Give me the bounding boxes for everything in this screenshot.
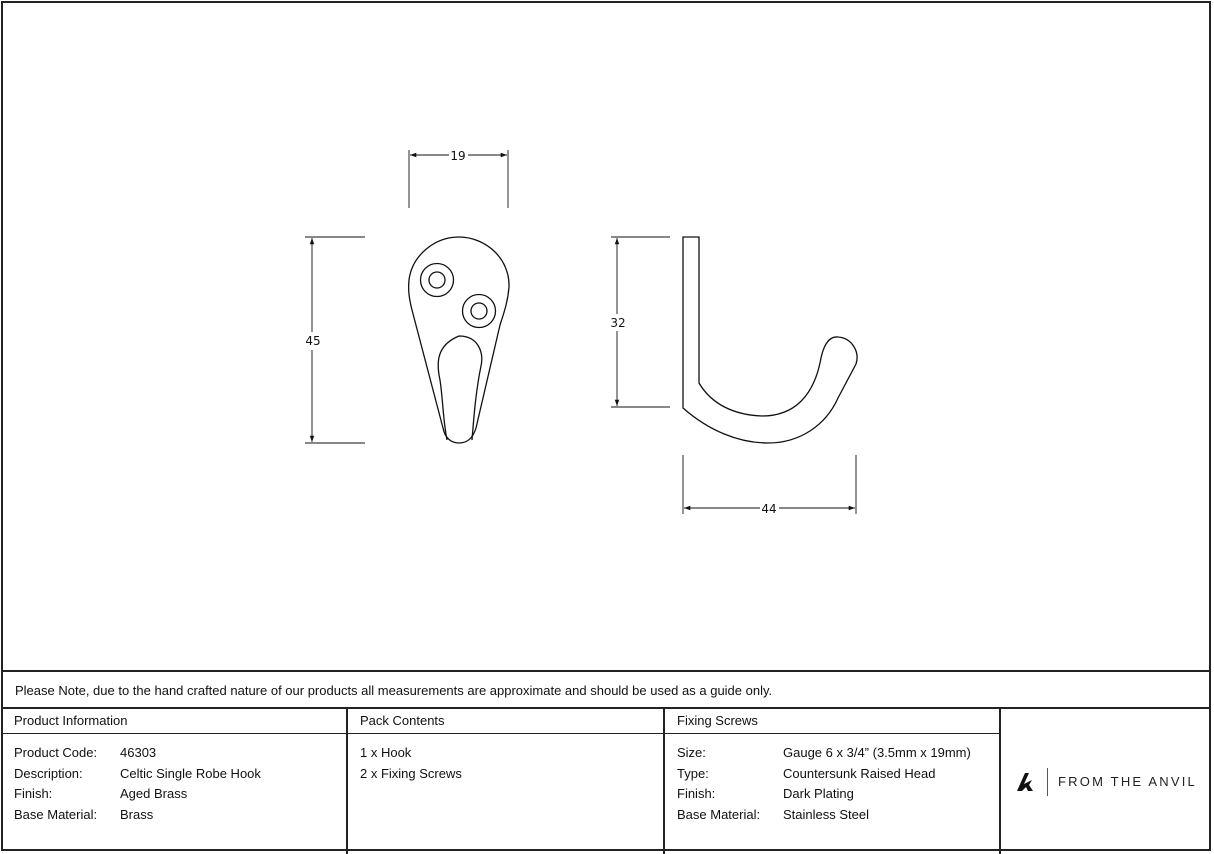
spec-value: Aged Brass (120, 786, 188, 802)
measurement-disclaimer: Please Note, due to the hand crafted nat… (1, 670, 1211, 708)
spec-value: Brass (120, 806, 154, 822)
spec-value: 46303 (120, 744, 157, 760)
spec-label: Finish: (677, 786, 716, 802)
dim-label-projection: 44 (761, 502, 776, 516)
column-divider (346, 709, 348, 854)
front-width-dimension (408, 150, 509, 208)
dim-label-width: 19 (450, 149, 465, 163)
brand-logo: FROM THE ANVIL (1001, 709, 1211, 854)
spec-table: Product Information Product Code: 46303 D… (1, 707, 1211, 854)
front-height-dimension (305, 236, 365, 444)
spec-row: Base Material: Brass (14, 804, 346, 825)
pack-contents-heading: Pack Contents (347, 709, 663, 734)
spec-row: Finish: Aged Brass (14, 783, 346, 804)
column-divider (999, 709, 1001, 854)
pack-item: 2 x Fixing Screws (360, 765, 462, 781)
dim-label-height: 45 (305, 334, 320, 348)
technical-drawing: 19 45 32 44 (305, 149, 858, 516)
hook-side-view (682, 236, 858, 444)
product-information-heading: Product Information (1, 709, 346, 734)
side-height-dimension (611, 236, 670, 408)
dim-label-side-height: 32 (610, 316, 625, 330)
spec-value: Gauge 6 x 3/4” (3.5mm x 19mm) (783, 744, 971, 760)
spec-row: Description: Celtic Single Robe Hook (14, 763, 346, 784)
spec-label: Size: (677, 744, 706, 760)
spec-value: Countersunk Raised Head (783, 765, 936, 781)
spec-row: Type: Countersunk Raised Head (677, 763, 1000, 784)
spec-row: Size: Gauge 6 x 3/4” (3.5mm x 19mm) (677, 742, 1000, 763)
pack-item: 1 x Hook (360, 744, 412, 760)
hook-front-view (407, 236, 510, 444)
anvil-a-logo-icon (1017, 772, 1034, 791)
column-divider (663, 709, 665, 854)
logo-divider (1047, 767, 1049, 796)
spec-label: Base Material: (14, 806, 98, 822)
spec-row: Product Code: 46303 (14, 742, 346, 763)
spec-value: Stainless Steel (783, 806, 869, 822)
spec-label: Base Material: (677, 806, 761, 822)
product-information-column: Product Information Product Code: 46303 D… (1, 709, 346, 854)
spec-label: Type: (677, 765, 709, 781)
spec-value: Dark Plating (783, 786, 854, 802)
fixing-screws-heading-rule (664, 709, 1000, 734)
spec-label: Finish: (14, 786, 53, 802)
side-projection-dimension (682, 455, 857, 514)
spec-row: Finish: Dark Plating (677, 783, 1000, 804)
brand-name: FROM THE ANVIL (1058, 774, 1197, 789)
spec-label: Product Code: (14, 744, 98, 760)
spec-row: Base Material: Stainless Steel (677, 804, 1000, 825)
pack-contents-column: Pack Contents 1 x Hook 2 x Fixing Screws (347, 709, 663, 854)
spec-label: Description: (14, 765, 83, 781)
spec-value: Celtic Single Robe Hook (120, 765, 261, 781)
